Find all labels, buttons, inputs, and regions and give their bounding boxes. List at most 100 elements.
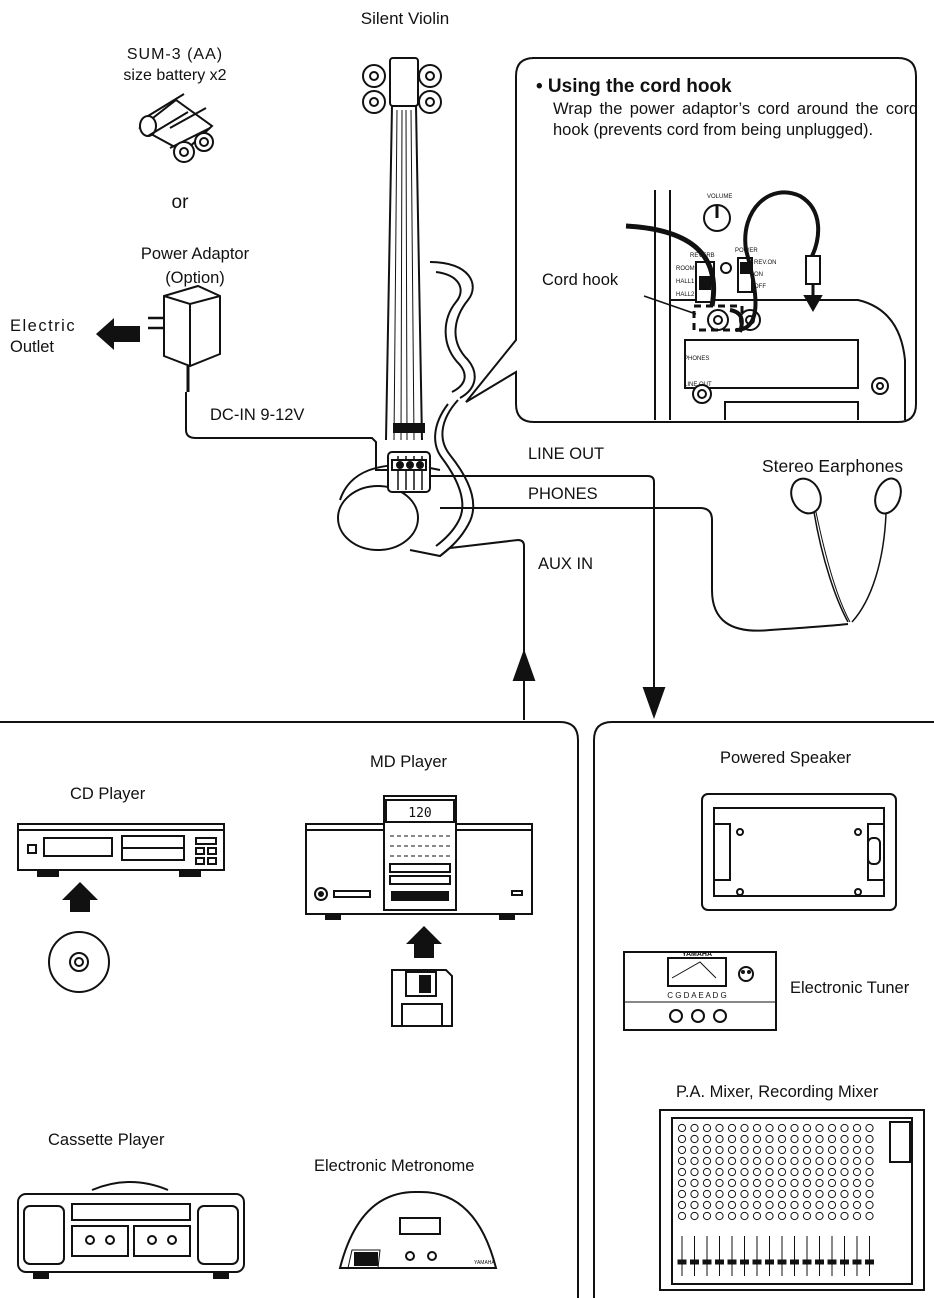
mixer-knob [715, 1189, 724, 1199]
aux-in-label: AUX IN [538, 555, 594, 573]
callout-panel-labels: VOLUME REVERB POWER ROOM HALL1 HALL2 REV… [676, 194, 776, 388]
insert-minidisc-arrow [406, 926, 442, 958]
mixer-knob [802, 1178, 812, 1188]
mixer-knob [752, 1123, 762, 1133]
mixer-knob [715, 1123, 724, 1133]
mixer-knob [815, 1189, 824, 1199]
mixer-knob [727, 1134, 737, 1144]
mixer-knob [840, 1189, 849, 1199]
output-devices-panel [593, 721, 934, 1298]
cord-hook-label: Cord hook [542, 271, 619, 289]
minidisc-icon [391, 969, 453, 1027]
mixer-fader-knob [702, 1259, 712, 1265]
mixer-knob [702, 1211, 712, 1221]
callout-body: Wrap the power adaptor’s cord around the… [553, 100, 918, 139]
mixer-knob [790, 1134, 799, 1144]
mixer-knob [852, 1189, 862, 1199]
svg-text:HALL2: HALL2 [676, 292, 695, 298]
mixer-knob [740, 1145, 749, 1155]
mixer-knob [740, 1189, 749, 1199]
compact-disc-icon [48, 931, 110, 993]
mixer-knob [740, 1200, 749, 1210]
callout-title: • Using the cord hook [536, 76, 732, 97]
mixer-knob [852, 1134, 862, 1144]
mixer-knob [702, 1145, 712, 1155]
mixer-knob [752, 1145, 762, 1155]
mixer-fader-knob [690, 1259, 699, 1265]
mixer-fader-knob [790, 1259, 799, 1265]
mixer-knob [827, 1189, 837, 1199]
mixer-fader-knob [865, 1259, 874, 1265]
mixer-knob [865, 1211, 874, 1221]
mixer-knob [702, 1167, 712, 1177]
mixer-knob [765, 1145, 774, 1155]
mixer-knob [690, 1189, 699, 1199]
insert-disc-arrow [62, 882, 98, 912]
electric-outlet-line1: Electric [10, 317, 77, 335]
powered-speaker-label: Powered Speaker [720, 749, 852, 767]
stereo-earphones-label: Stereo Earphones [762, 456, 904, 476]
mixer-knob [752, 1167, 762, 1177]
mixer-knob [802, 1167, 812, 1177]
mixer-knob [752, 1134, 762, 1144]
mixer-knob [865, 1134, 874, 1144]
svg-text:POWER: POWER [735, 248, 758, 254]
mixer-knob [702, 1156, 712, 1166]
mixer-knob [727, 1178, 737, 1188]
mixer-knob [740, 1123, 749, 1133]
mixer-knob [777, 1156, 787, 1166]
mixer-knob [865, 1200, 874, 1210]
mixer-knob [740, 1211, 749, 1221]
mixer-knob [727, 1123, 737, 1133]
svg-text:VOLUME: VOLUME [707, 194, 732, 200]
mixer-knob [840, 1211, 849, 1221]
svg-text:HALL1: HALL1 [676, 279, 695, 285]
mixer-knob [715, 1178, 724, 1188]
mixer-knob [765, 1189, 774, 1199]
mixer-knob [740, 1167, 749, 1177]
mixer-knob [727, 1189, 737, 1199]
svg-text:REVERB: REVERB [690, 253, 715, 259]
mixer-knob [740, 1178, 749, 1188]
mixer-knob [740, 1134, 749, 1144]
mixer-knob [690, 1211, 699, 1221]
powered-speaker-icon [701, 793, 897, 911]
mixer-knob [765, 1178, 774, 1188]
silent-violin-title: Silent Violin [360, 9, 450, 28]
mixer-knob [815, 1178, 824, 1188]
aux-in-cable [449, 538, 525, 720]
mixer-knob [715, 1145, 724, 1155]
mixer-knob [827, 1211, 837, 1221]
mixer-knob [702, 1178, 712, 1188]
mixer-knob [815, 1211, 824, 1221]
svg-text:LINE OUT: LINE OUT [684, 382, 712, 388]
power-adaptor-line2: (Option) [165, 269, 225, 287]
mixer-knob [865, 1156, 874, 1166]
mixer-knob [852, 1167, 862, 1177]
mixer-knob [690, 1134, 699, 1144]
mixer-knob [840, 1134, 849, 1144]
mixer-knob [752, 1178, 762, 1188]
mixer-knob [840, 1156, 849, 1166]
cd-player-icon [17, 823, 225, 877]
mixer-knob [765, 1167, 774, 1177]
tuner-brand: YAMAHA [682, 951, 712, 958]
battery-icon [138, 93, 214, 163]
mixer-fader-knob [727, 1259, 737, 1265]
mixer-knob [752, 1189, 762, 1199]
power-adaptor-label: Power Adaptor (Option) [110, 244, 280, 289]
cord-hook-callout [465, 57, 917, 423]
mixer-knob [865, 1167, 874, 1177]
mixer-knob [727, 1145, 737, 1155]
cassette-player-icon [17, 1181, 245, 1279]
mixer-knob [752, 1156, 762, 1166]
mixer-knob [790, 1156, 799, 1166]
mixer-knob [777, 1167, 787, 1177]
mixer-knob [790, 1200, 799, 1210]
callout-heading: • Using the cord hook [536, 76, 732, 97]
battery-label-line2: size battery x2 [123, 67, 227, 84]
mixer-knob [852, 1145, 862, 1155]
mixer-fader-knob [740, 1259, 749, 1265]
mixer-knob [715, 1167, 724, 1177]
mixer-knob [802, 1156, 812, 1166]
